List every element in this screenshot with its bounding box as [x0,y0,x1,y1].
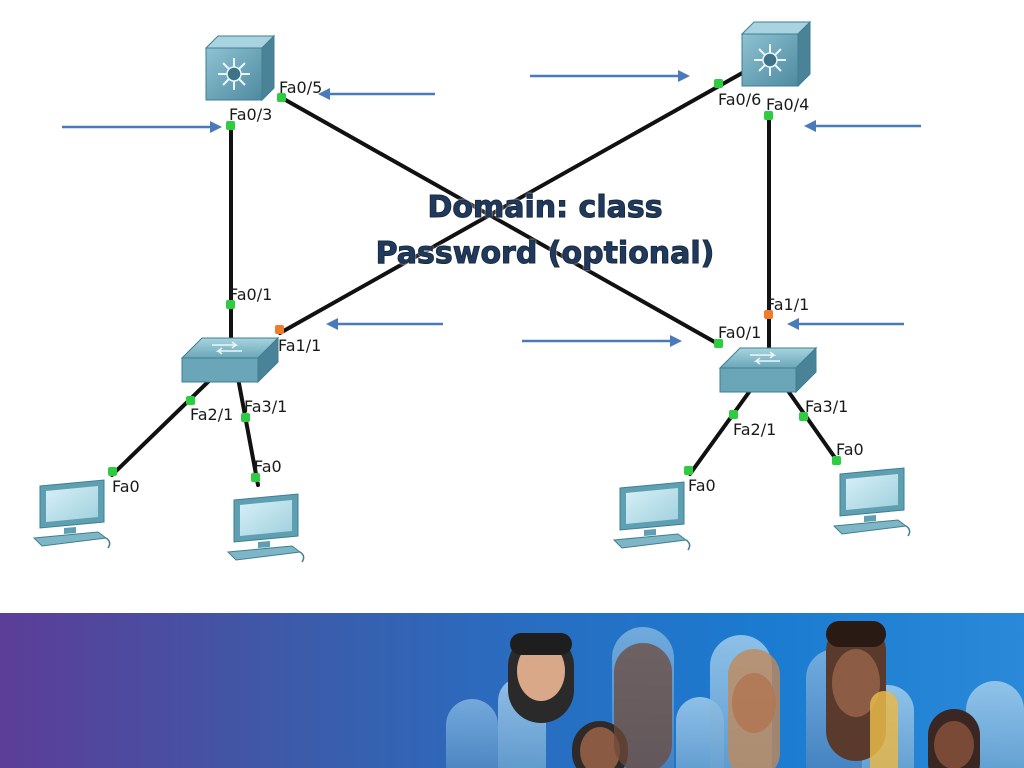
port-label: Fa1/1 [766,295,809,314]
link-swr-fa2-1-to-pc3 [688,386,754,476]
port-lights [108,79,841,482]
arrow-right-icon [522,335,682,347]
port-label: Fa0 [254,457,282,476]
port-label: Fa2/1 [190,405,233,424]
port-light-up [108,467,117,476]
port-light-up [729,410,738,419]
pc-icon[interactable] [227,493,305,563]
port-light-blocked [764,310,773,319]
port-labels: Fa0/5 Fa0/3 Fa0/6 Fa0/4 Fa0/1 Fa1/1 Fa2/… [112,78,864,496]
arrow-left-icon [804,120,921,132]
portrait-photo [728,649,780,768]
port-light-up [799,412,808,421]
portrait-photo [508,633,574,723]
annotation-arrows [62,70,921,347]
links [110,70,840,487]
port-light-up [714,79,723,88]
arrow-left-icon [787,318,904,330]
multilayer-switch-icon[interactable] [740,20,812,88]
caption-password: Password (optional) [375,236,715,272]
link-mlsl-fa0-5-to-swr-fa0-1 [280,96,722,347]
port-light-up [226,121,235,130]
port-label: Fa2/1 [733,420,776,439]
arrow-right-icon [530,70,690,82]
port-label: Fa0/4 [766,95,809,114]
port-light-up [241,413,250,422]
port-label: Fa3/1 [244,397,287,416]
arrow-left-icon [318,88,435,100]
multilayer-switch-icon[interactable] [204,34,276,102]
port-label: Fa0/3 [229,105,272,124]
link-swl-fa2-1-to-pc1 [110,376,214,477]
portrait-photo [614,643,672,768]
pc-icon[interactable] [833,467,911,537]
portrait-photo [870,691,898,768]
port-label: Fa0 [688,476,716,495]
link-swr-fa3-1-to-pc4 [784,386,840,464]
pc-icon[interactable] [613,481,691,551]
port-label: Fa0/6 [718,90,761,109]
port-light-up [251,473,260,482]
port-light-up [714,339,723,348]
port-light-up [832,456,841,465]
port-light-up [186,396,195,405]
port-label: Fa0 [836,440,864,459]
port-label: Fa0/1 [229,285,272,304]
switch-icon[interactable] [718,346,818,394]
portrait-photo [928,709,980,768]
arrow-left-icon [326,318,443,330]
port-label: Fa3/1 [805,397,848,416]
port-label: Fa0/1 [718,323,761,342]
port-label: Fa0/5 [279,78,322,97]
caption-domain: Domain: class [427,190,663,226]
port-light-up [277,93,286,102]
port-label: Fa1/1 [278,336,321,355]
port-light-up [684,466,693,475]
switch-icon[interactable] [180,336,280,384]
photo-banner [0,613,1024,768]
portrait-photo [572,721,628,768]
pc-icon[interactable] [33,479,111,549]
link-mlsr-fa0-6-to-swl-fa1-1 [278,70,746,335]
port-light-up [226,300,235,309]
port-label: Fa0 [112,477,140,496]
arrow-right-icon [62,121,222,133]
port-light-blocked [275,325,284,334]
link-swl-fa3-1-to-pc2 [236,376,260,487]
port-light-up [764,111,773,120]
